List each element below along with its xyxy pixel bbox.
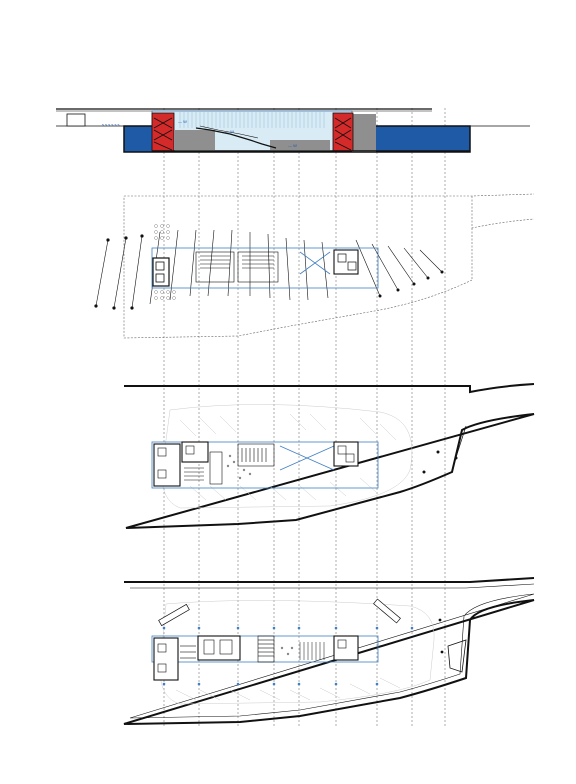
plan2-seating	[184, 451, 223, 485]
plan2-ramp-line	[451, 425, 467, 471]
column-grid-left	[154, 224, 176, 300]
plan2-stairs	[237, 443, 275, 467]
plan2-hall-outline	[151, 441, 379, 489]
plan3-platform-furniture	[299, 642, 325, 660]
stair-core-left-hatch	[153, 117, 173, 151]
stair-core-right-hatch	[334, 117, 352, 151]
hall-outline-blue	[151, 247, 379, 289]
plan3-column-dots	[438, 618, 444, 654]
service-room-left	[175, 130, 215, 150]
plan2-core-left	[153, 441, 209, 487]
stair-blocks-middle	[195, 251, 279, 283]
plan3-core-left	[153, 635, 241, 681]
core-right	[333, 249, 359, 275]
section-label: — W	[225, 129, 234, 134]
alignment-guides	[163, 108, 446, 728]
plan2-core-right	[333, 441, 359, 467]
service-room-right	[352, 114, 376, 152]
staircase-line	[195, 127, 277, 149]
plan3-column-dots-blue	[162, 626, 414, 686]
canopy-struts	[94, 229, 444, 310]
service-room-mid	[270, 140, 330, 150]
plan3-inner-wall	[129, 583, 535, 719]
plan3-stairs	[257, 635, 275, 663]
plan3-core-right	[333, 635, 359, 661]
plan3-ramp-left	[158, 603, 190, 627]
site-boundary	[123, 193, 535, 339]
staircase-rail	[199, 125, 259, 139]
glazing-mullions	[179, 112, 325, 128]
plan2-furniture-dots	[226, 454, 252, 480]
section-label: — W	[178, 119, 187, 124]
building-section: s s s s s s	[56, 108, 530, 153]
section-label: s s s s s s	[102, 122, 120, 127]
entrance-box	[66, 113, 86, 127]
core-left	[152, 257, 170, 287]
plan3-ramp-exit	[447, 639, 467, 673]
plan3-outer-wall	[123, 577, 535, 725]
plan3-furniture-dots	[280, 646, 294, 656]
ground-floor-plan	[124, 383, 535, 529]
plan3-ramp-right	[373, 598, 401, 624]
plan3-seating	[180, 645, 196, 659]
lower-floor-plan	[123, 577, 535, 725]
site-plan	[94, 193, 535, 339]
section-label: — W	[288, 143, 297, 148]
